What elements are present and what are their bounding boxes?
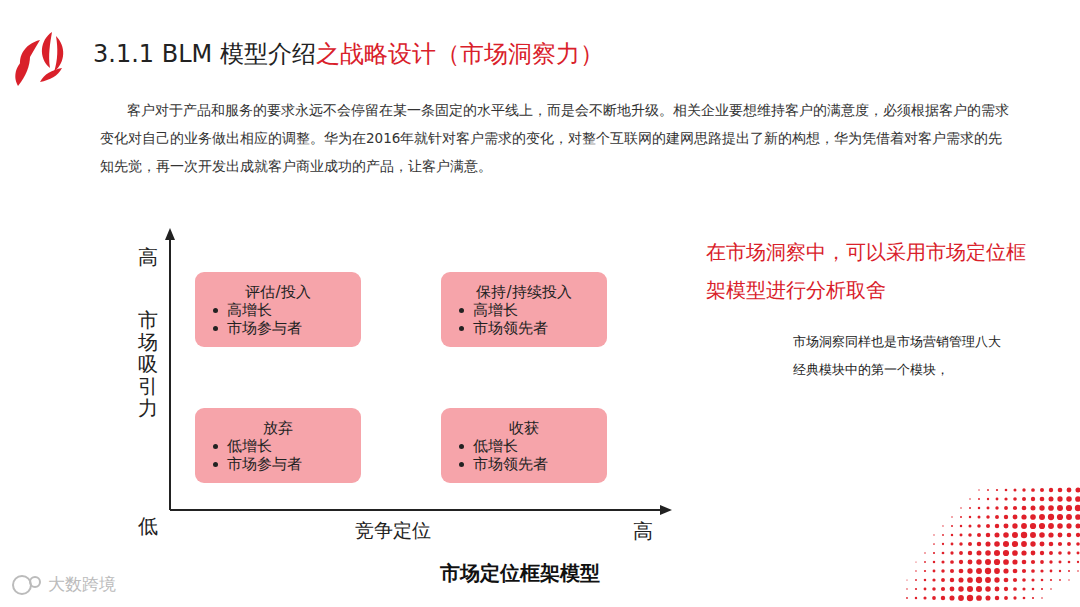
note-text: 市场洞察同样也是市场营销管理八大经典模块中的第一个模块， <box>793 328 1003 384</box>
figure-caption: 市场定位框架模型 <box>440 560 600 587</box>
title-highlight: 之战略设计（市场洞察力） <box>316 38 604 70</box>
quadrant-box: 收获低增长市场领先者 <box>441 408 607 483</box>
bullet-item: 高增长 <box>205 301 351 319</box>
bullet-item: 低增长 <box>451 437 597 455</box>
quadrant-heading: 保持/持续投入 <box>451 283 597 301</box>
quadrant-heading: 放弃 <box>205 419 351 437</box>
quadrant-heading: 评估/投入 <box>205 283 351 301</box>
bullet-item: 市场参与者 <box>205 319 351 337</box>
axis-high: 高 <box>633 518 653 545</box>
bullet-dot <box>213 444 218 449</box>
bullet-text: 低增长 <box>227 437 272 455</box>
bullet-text: 低增长 <box>473 437 518 455</box>
axis-title: 市场吸引力 <box>138 309 158 419</box>
quadrant-box: 放弃低增长市场参与者 <box>195 408 361 483</box>
bullet-dot <box>459 462 464 467</box>
bullet-dot <box>213 308 218 313</box>
axes <box>170 236 664 510</box>
intro-paragraph: 客户对于产品和服务的要求永远不会停留在某一条固定的水平线上，而是会不断地升级。相… <box>100 96 1015 180</box>
bullet-text: 市场参与者 <box>227 455 302 473</box>
watermark-icon <box>13 576 40 594</box>
logo <box>15 32 63 86</box>
bullet-dot <box>213 326 218 331</box>
bullet-text: 市场领先者 <box>473 455 548 473</box>
bullet-text: 高增长 <box>473 301 518 319</box>
quadrant-heading: 收获 <box>451 419 597 437</box>
bullet-text: 市场领先者 <box>473 319 548 337</box>
quadrant-box: 保持/持续投入高增长市场领先者 <box>441 272 607 347</box>
watermark: 大数跨境 <box>48 573 116 596</box>
bullet-item: 高增长 <box>451 301 597 319</box>
axis-low: 低 <box>138 513 158 540</box>
axis-high: 高 <box>138 244 158 271</box>
bullet-dot <box>459 326 464 331</box>
arrow-head <box>660 505 672 515</box>
bullet-item: 市场参与者 <box>205 455 351 473</box>
quadrant-box: 评估/投入高增长市场参与者 <box>195 272 361 347</box>
callout-text: 在市场洞察中，可以采用市场定位框架模型进行分析取舍 <box>706 233 1026 309</box>
dot-pattern <box>906 487 1080 601</box>
bullet-text: 市场参与者 <box>227 319 302 337</box>
bullet-dot <box>459 308 464 313</box>
bullet-dot <box>213 462 218 467</box>
bullet-dot <box>459 444 464 449</box>
axis-title: 竞争定位 <box>355 518 431 544</box>
bullet-text: 高增长 <box>227 301 272 319</box>
arrow-head <box>165 228 175 240</box>
slide-title: 3.1.1 BLM 模型介绍 <box>93 38 316 70</box>
bullet-item: 市场领先者 <box>451 455 597 473</box>
bullet-item: 低增长 <box>205 437 351 455</box>
bullet-item: 市场领先者 <box>451 319 597 337</box>
